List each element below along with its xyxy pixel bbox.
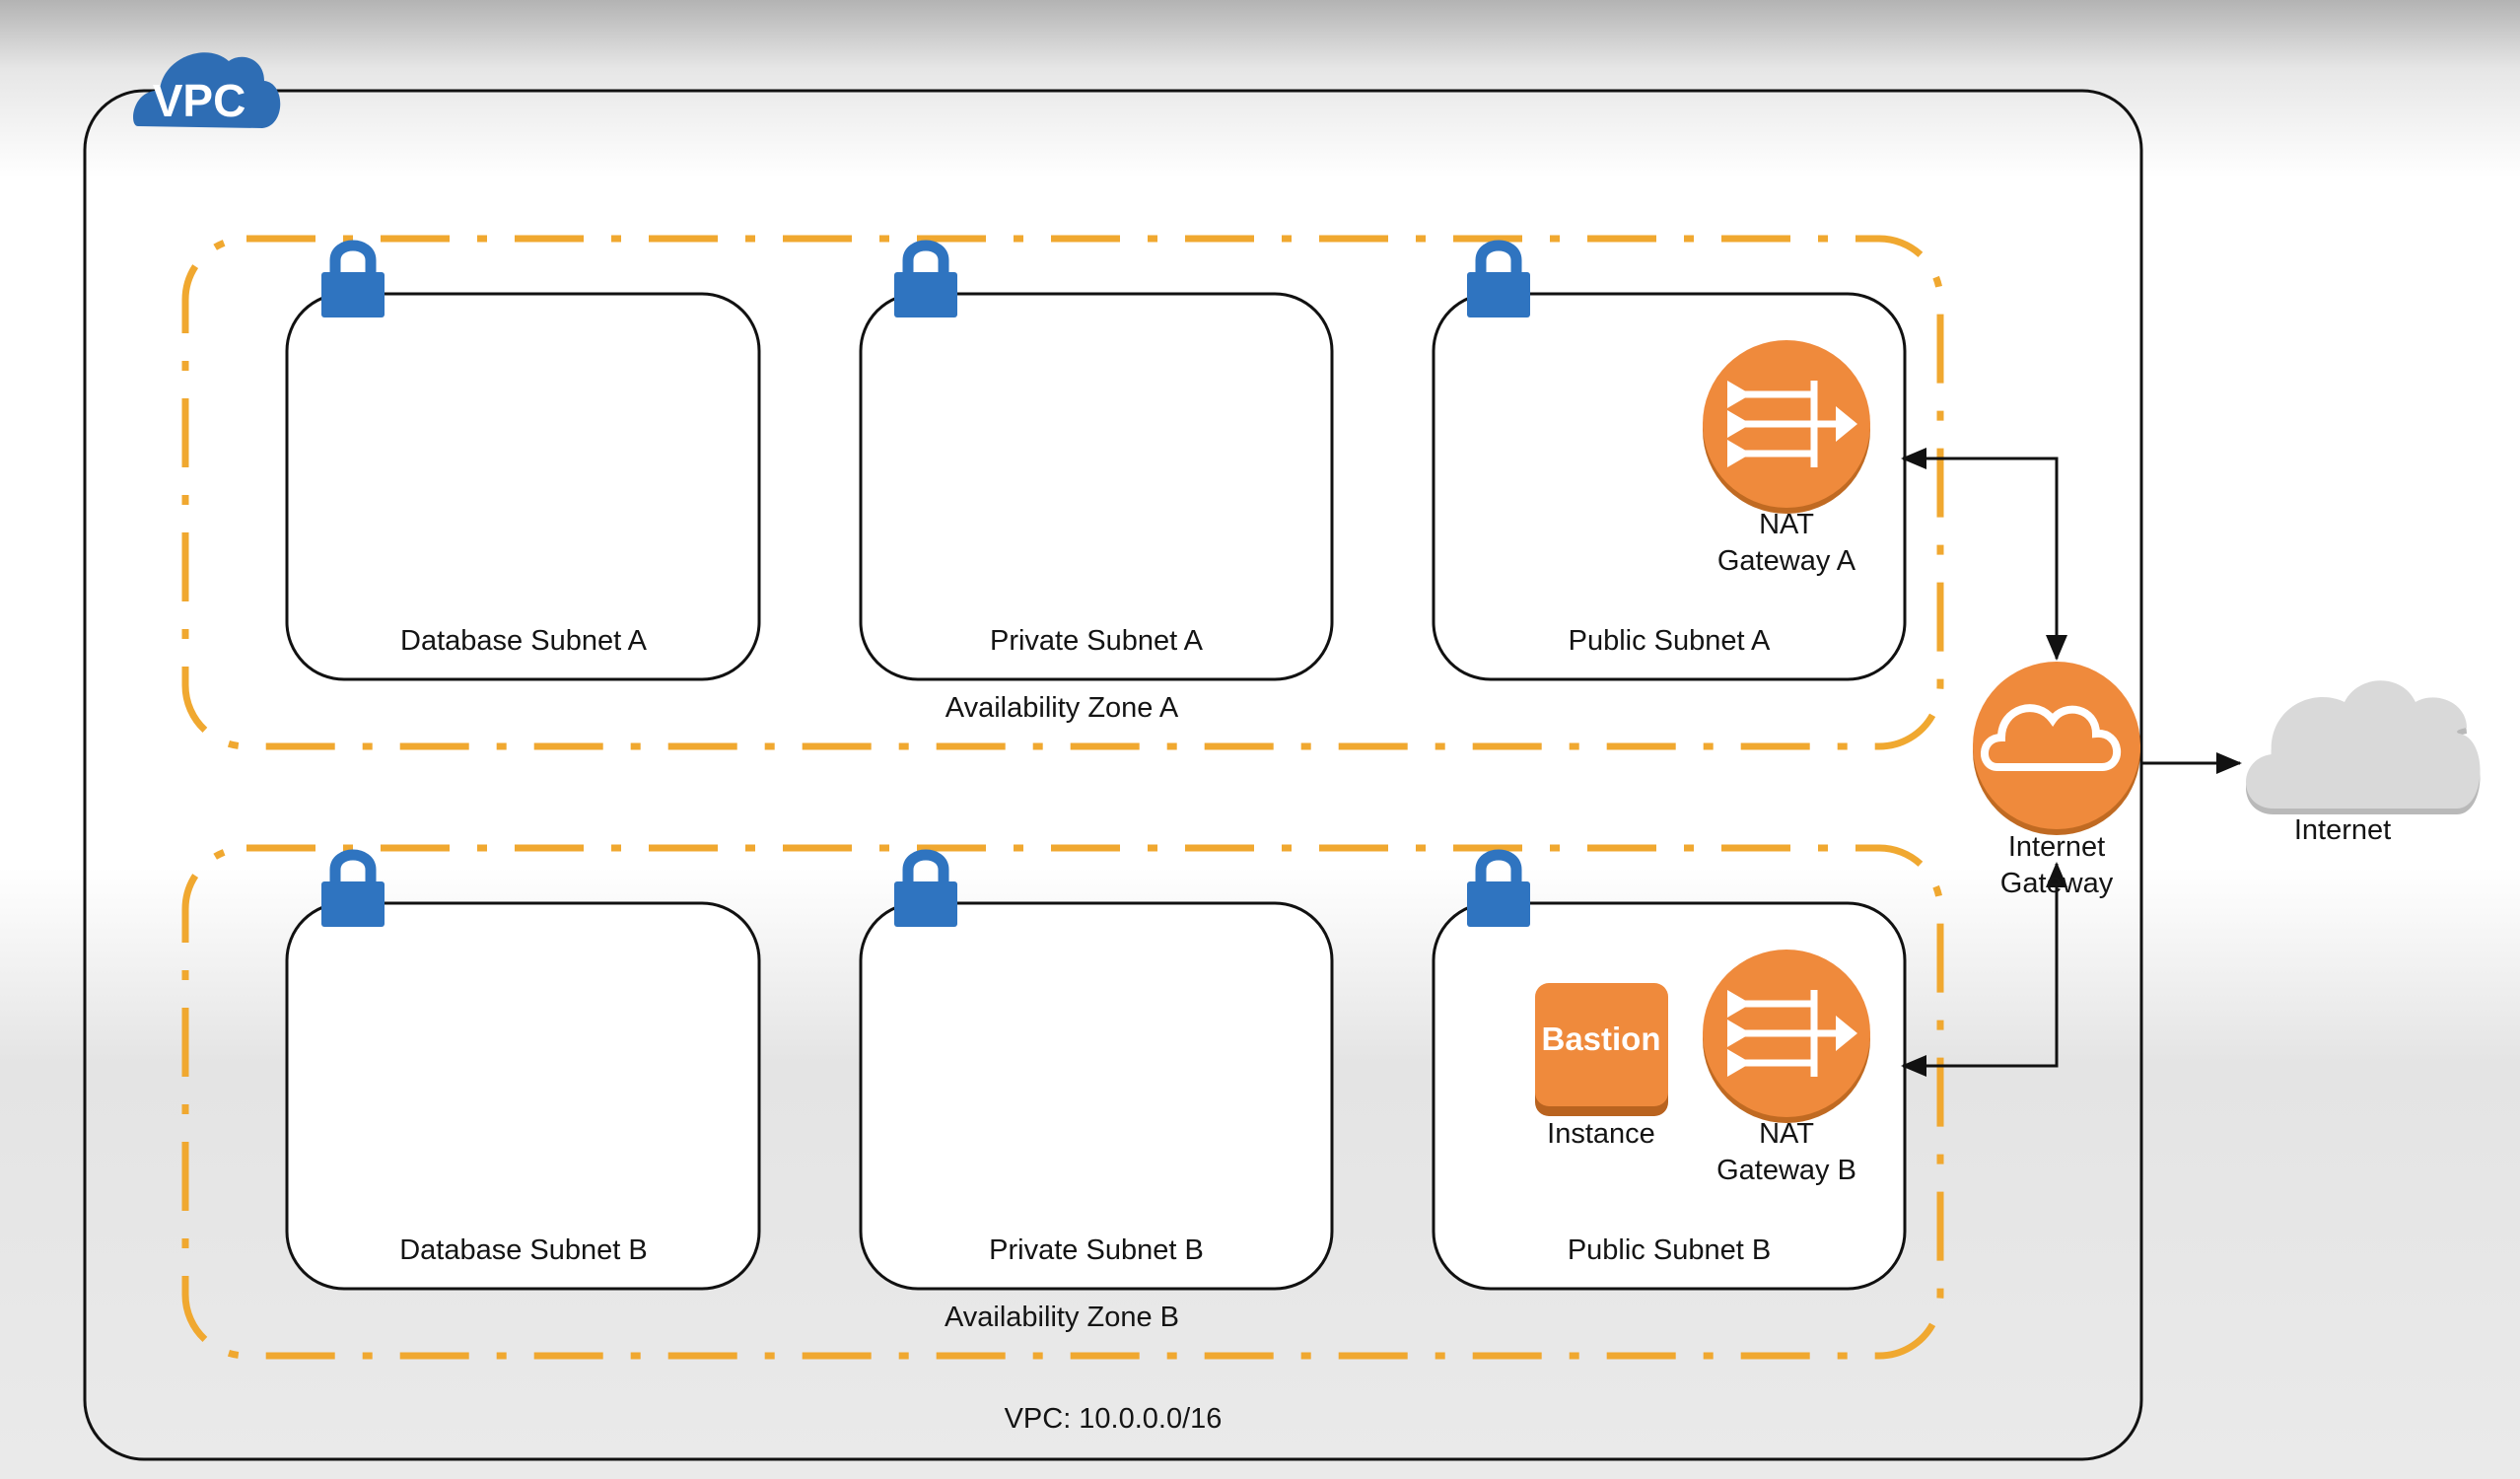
lock-icon <box>321 240 385 317</box>
database-subnet-b <box>285 901 761 1291</box>
availability-zone-label: Availability Zone A <box>945 692 1179 724</box>
subnet-label: Database Subnet B <box>399 1234 648 1266</box>
private-subnet-a <box>859 292 1334 681</box>
availability-zone-b <box>181 844 1944 1360</box>
bastion-instance-icon: Bastion <box>1535 983 1668 1116</box>
nat-gateway-icon <box>1703 340 1870 514</box>
private-subnet-b <box>859 901 1334 1291</box>
availability-zone-a <box>181 235 1944 750</box>
database-subnet-a <box>285 292 761 681</box>
connector-igw-nat-a <box>1901 448 2067 661</box>
subnet-label: Public Subnet B <box>1568 1234 1771 1266</box>
lock-icon <box>1467 849 1530 927</box>
nat-gateway-icon <box>1703 950 1870 1123</box>
internet-gateway-label: Gateway <box>2000 868 2114 899</box>
lock-icon <box>1467 240 1530 317</box>
internet-label: Internet <box>2294 814 2391 846</box>
bastion-icon-text: Bastion <box>1541 1021 1660 1057</box>
internet-gateway-icon <box>1973 662 2140 835</box>
subnet-label: Database Subnet A <box>400 625 648 657</box>
internet-cloud-icon <box>2245 680 2481 814</box>
nat-gateway-label: NAT <box>1759 1118 1814 1150</box>
vpc-container <box>83 89 2143 1461</box>
lock-icon <box>894 849 957 927</box>
subnet-label: Public Subnet A <box>1569 625 1771 657</box>
subnet-label: Private Subnet B <box>989 1234 1204 1266</box>
vpc-badge-label: VPC <box>153 75 246 126</box>
vpc-cidr-label: VPC: 10.0.0.0/16 <box>1005 1403 1223 1435</box>
subnet-label: Private Subnet A <box>990 625 1204 657</box>
lock-icon <box>894 240 957 317</box>
vpc-cloud-icon: VPC <box>133 52 281 128</box>
nat-gateway-label: Gateway A <box>1717 545 1856 577</box>
nat-gateway-label: Gateway B <box>1716 1155 1856 1186</box>
nat-gateway-label: NAT <box>1759 509 1814 540</box>
internet-gateway-label: Internet <box>2008 831 2105 863</box>
bastion-instance-label: Instance <box>1547 1118 1655 1150</box>
lock-icon <box>321 849 385 927</box>
availability-zone-label: Availability Zone B <box>945 1302 1179 1333</box>
connector-igw-nat-b <box>1901 862 2067 1077</box>
